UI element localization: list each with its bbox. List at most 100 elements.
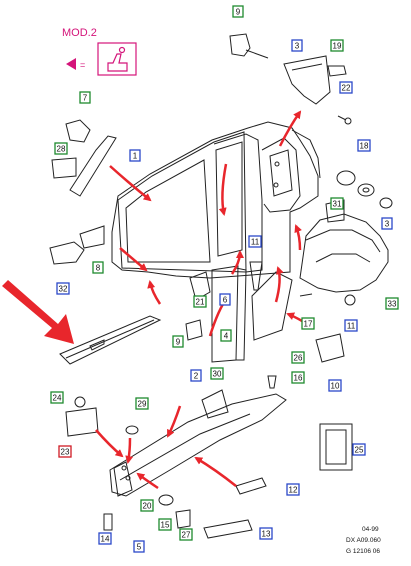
callout-box	[291, 351, 305, 364]
callout-32: 32	[56, 282, 70, 295]
callout-number: 17	[304, 320, 313, 329]
callout-12: 12	[286, 483, 300, 496]
callout-18: 18	[357, 139, 371, 152]
callout-number: 28	[57, 145, 66, 154]
sill-trim	[59, 315, 162, 365]
footer-line-2: DX A09.060	[346, 537, 381, 544]
lower-sill-panel	[109, 393, 287, 497]
callout-box	[179, 528, 193, 541]
wheel-housing	[299, 213, 389, 293]
callout-25: 25	[352, 443, 366, 456]
callout-number: 24	[53, 394, 62, 403]
callout-number: 1	[133, 152, 138, 161]
callout-number: 30	[213, 370, 222, 379]
callout-box	[291, 371, 305, 384]
callout-box	[301, 317, 315, 330]
legend-equals: =	[80, 60, 85, 70]
callout-9: 9	[232, 5, 244, 18]
bracket-30	[201, 389, 229, 419]
callout-11: 11	[344, 319, 358, 332]
callout-box	[248, 235, 262, 248]
screw-17	[299, 293, 313, 297]
callout-box	[133, 540, 145, 553]
callout-10: 10	[328, 379, 342, 392]
callout-3: 3	[291, 39, 303, 52]
callout-box	[54, 142, 68, 155]
callout-box	[92, 261, 104, 274]
callout-15: 15	[158, 518, 172, 531]
callout-box	[190, 369, 202, 382]
clip-27	[175, 509, 191, 529]
callout-box	[220, 329, 232, 342]
callout-box	[172, 335, 184, 348]
callout-box	[193, 295, 207, 308]
upper-pillar-trim	[283, 55, 331, 105]
clip-32-shape	[49, 225, 105, 265]
callout-box	[158, 518, 172, 531]
stud-14	[103, 513, 113, 531]
callout-number: 26	[294, 354, 303, 363]
callout-box	[58, 445, 72, 458]
assembly-arrows	[95, 110, 311, 490]
callout-number: 23	[61, 448, 70, 457]
callout-number: 20	[143, 502, 152, 511]
callout-8: 8	[92, 261, 104, 274]
callout-29: 29	[135, 397, 149, 410]
callout-box	[50, 391, 64, 404]
footer: 04-99 DX A09.060 G 12106 06	[346, 526, 381, 555]
callout-number: 3	[385, 220, 390, 229]
footer-line-3: G 12106 06	[346, 548, 380, 555]
callout-2: 2	[190, 369, 202, 382]
a-pillar-trim	[51, 119, 117, 197]
callout-box	[140, 499, 154, 512]
callout-number: 7	[83, 94, 88, 103]
washer-15	[158, 494, 174, 506]
stud-16	[267, 375, 277, 389]
callout-1: 1	[129, 149, 141, 162]
callout-number: 22	[342, 84, 351, 93]
callout-number: 31	[333, 200, 342, 209]
callout-number: 29	[138, 400, 147, 409]
callout-number: 4	[224, 332, 229, 341]
callout-box	[330, 39, 344, 52]
callout-6: 6	[219, 293, 231, 306]
center-pillar-trim	[185, 265, 247, 363]
callout-7: 7	[79, 91, 91, 104]
callout-number: 6	[223, 296, 228, 305]
callout-17: 17	[301, 317, 315, 330]
callout-box	[381, 217, 393, 230]
callout-number: 19	[333, 42, 342, 51]
callout-30: 30	[210, 367, 224, 380]
callout-box	[129, 149, 141, 162]
top-clip	[229, 33, 269, 59]
callout-20: 20	[140, 499, 154, 512]
callout-9: 9	[172, 335, 184, 348]
callout-4: 4	[220, 329, 232, 342]
callout-31: 31	[330, 197, 344, 210]
callout-box	[330, 197, 344, 210]
seat-icon	[107, 46, 128, 72]
clip-11a	[249, 261, 263, 291]
callout-box	[219, 293, 231, 306]
callout-number: 33	[388, 300, 397, 309]
callout-box	[339, 81, 353, 94]
callout-number: 10	[331, 382, 340, 391]
screw-24	[74, 396, 86, 408]
callout-box	[79, 91, 91, 104]
callout-number: 2	[194, 372, 199, 381]
body-side-frame	[111, 121, 321, 279]
callout-box	[357, 139, 371, 152]
bolt-13	[203, 519, 253, 539]
callout-number: 16	[294, 374, 303, 383]
callout-box	[135, 397, 149, 410]
callout-14: 14	[98, 532, 112, 545]
callout-box	[328, 379, 342, 392]
callout-19: 19	[330, 39, 344, 52]
callout-number: 11	[251, 238, 260, 247]
callout-number: 14	[101, 535, 110, 544]
pink-triangle-icon	[66, 58, 76, 70]
seat-icon-frame	[97, 42, 137, 76]
large-pointer-arrow	[2, 280, 74, 344]
clip-23	[65, 407, 99, 437]
